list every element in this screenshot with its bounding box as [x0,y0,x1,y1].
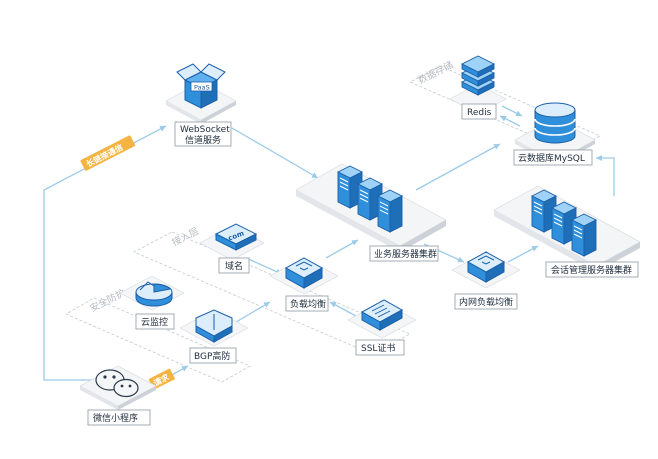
group-title-access-layer: 接入层 [170,225,201,249]
lb-node-icon [284,257,324,289]
redis-server-icon [460,55,496,96]
node-bgp: BGP高防 [179,309,249,364]
node-miniprogram: 微信小程序 [79,365,157,426]
connector-lb-biz [325,239,359,259]
ssl-label: SSL证书 [361,343,395,354]
server-rack-icon [336,165,404,233]
websocket-label-line1: WebSocket [180,125,230,135]
node-websocket: PaaS WebSocket 信道服务 [165,63,237,147]
lb-label: 负载均衡 [290,298,326,310]
node-inner-lb: 内网负载均衡 [451,251,521,310]
biz-cluster-label: 业务服务器集群 [374,248,437,260]
bgp-label: BGP高防 [194,350,230,362]
connector-innerlb-session [507,245,539,263]
session-cluster-label: 会话管理服务器集群 [551,264,632,276]
group-title-data-storage: 数据存储 [416,59,456,87]
connector-ssl-lb [329,301,357,317]
redis-label: Redis [467,108,492,118]
shield-icon [195,309,233,343]
mysql-label: 云数据库MySQL [518,152,585,164]
node-domain: com 域名 [199,223,265,274]
domain-label: 域名 [225,260,243,272]
connector-long-link [43,125,167,381]
node-mysql: 云数据库MySQL [513,102,596,166]
domain-com-icon: com [214,223,258,251]
miniprogram-label: 微信小程序 [93,412,138,424]
monitor-chart-icon [135,281,173,307]
connector-redis-mysql [501,105,523,117]
connector-domain-lb [245,257,283,275]
group-outline-security [64,297,252,383]
database-icon [534,102,576,144]
websocket-label-line2: 信道服务 [185,134,221,146]
inner-lb-label: 内网负载均衡 [459,296,513,308]
group-title-security: 安全防护 [88,287,127,315]
node-redis: Redis [449,55,507,120]
connector-mysql-redis [499,115,521,127]
wechat-icon [95,369,139,398]
server-rack-icon [530,189,598,257]
node-session-cluster: 会话管理服务器集群 [493,185,641,278]
connector-session-mysql [596,155,615,196]
paas-box-icon: PaaS [176,63,226,109]
node-biz-cluster: 业务服务器集群 [295,163,447,262]
node-lb: 负载均衡 [269,257,339,312]
certificate-icon [360,299,404,331]
inner-lb-node-icon [466,251,506,283]
connector-bgp-lb [235,301,271,323]
node-ssl: SSL证书 [347,299,417,356]
svg-text:PaaS: PaaS [194,84,210,92]
node-monitor: 云监控 [119,275,185,330]
connector-biz-mysql [415,143,501,191]
connector-ws-biz [231,127,319,179]
monitor-label: 云监控 [141,316,168,328]
tag-long-link: 长链接通信 [80,135,136,171]
